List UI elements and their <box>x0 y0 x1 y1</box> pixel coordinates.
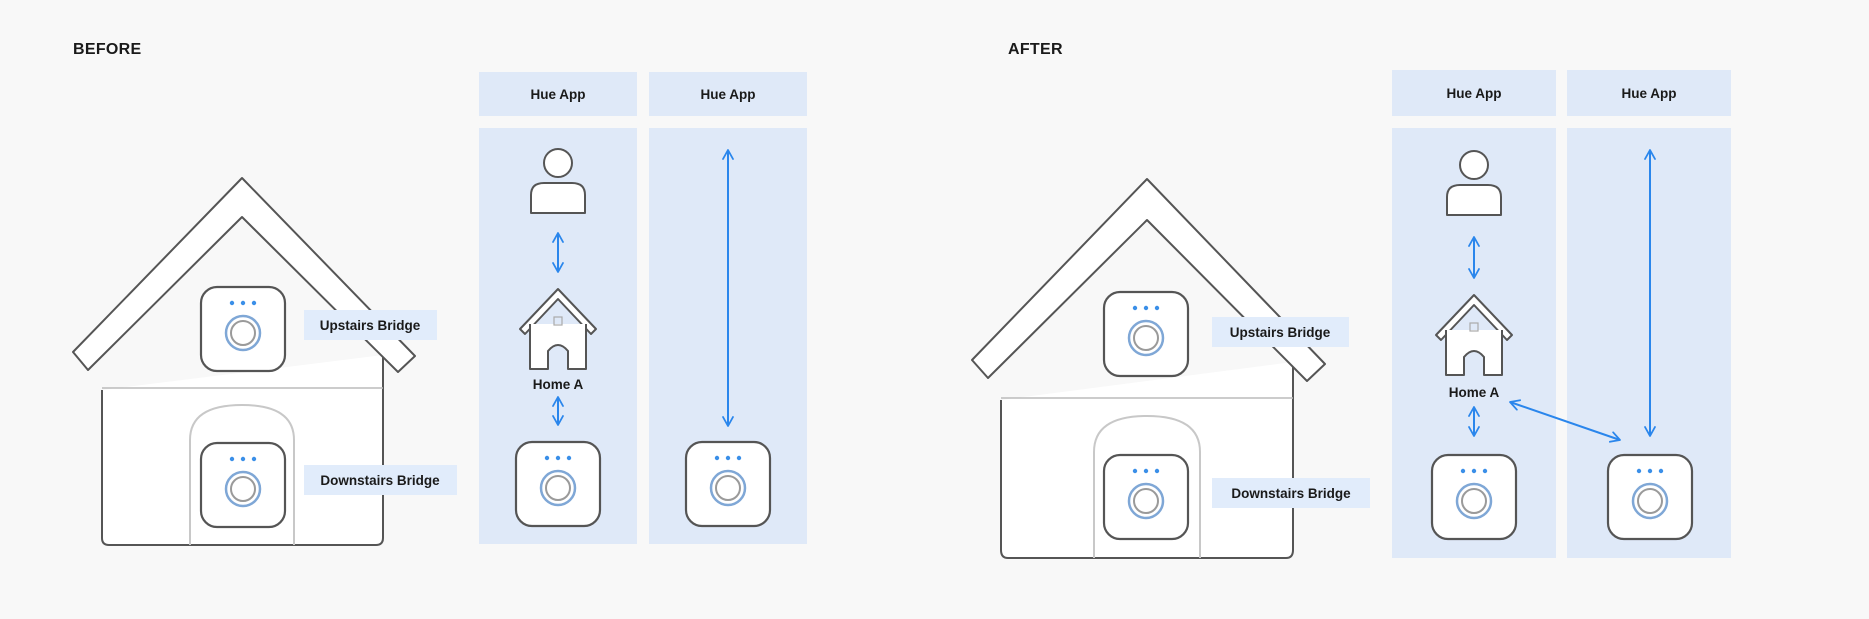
before-upstairs-label: Upstairs Bridge <box>320 318 421 333</box>
before-section: Upstairs Bridge Downstairs Bridge Hue Ap… <box>72 72 807 546</box>
after-upstairs-label: Upstairs Bridge <box>1230 325 1331 340</box>
after-app-left-bridge <box>1430 453 1518 541</box>
before-home-label: Home A <box>533 377 584 392</box>
before-downstairs-label-bg <box>304 465 457 495</box>
before-app-right-header <box>649 72 807 116</box>
after-app-right-header <box>1567 70 1731 116</box>
after-section: Upstairs Bridge Downstairs Bridge Hue Ap… <box>971 70 1731 559</box>
before-app-left-header <box>479 72 637 116</box>
after-app-right-label: Hue App <box>1622 86 1677 101</box>
after-app-left-header <box>1392 70 1556 116</box>
after-upstairs-label-bg <box>1212 317 1349 347</box>
before-downstairs-label: Downstairs Bridge <box>320 473 440 488</box>
before-downstairs-bridge <box>199 441 287 529</box>
after-downstairs-label-bg <box>1212 478 1370 508</box>
before-upstairs-label-bg <box>304 310 437 340</box>
before-title: BEFORE <box>73 41 142 58</box>
before-app-left-bridge <box>514 440 602 528</box>
after-app-left-label: Hue App <box>1447 86 1502 101</box>
after-app-right-bridge <box>1606 453 1694 541</box>
before-app-left-label: Hue App <box>531 87 586 102</box>
after-downstairs-bridge <box>1102 453 1190 541</box>
before-app-right-bridge <box>684 440 772 528</box>
after-downstairs-label: Downstairs Bridge <box>1231 486 1351 501</box>
after-home-label: Home A <box>1449 385 1500 400</box>
after-upstairs-bridge <box>1102 290 1190 378</box>
before-upstairs-bridge <box>199 285 287 373</box>
after-home-to-right-bridge-arrow <box>1509 399 1621 443</box>
before-app-right-label: Hue App <box>701 87 756 102</box>
after-title: AFTER <box>1008 41 1063 58</box>
